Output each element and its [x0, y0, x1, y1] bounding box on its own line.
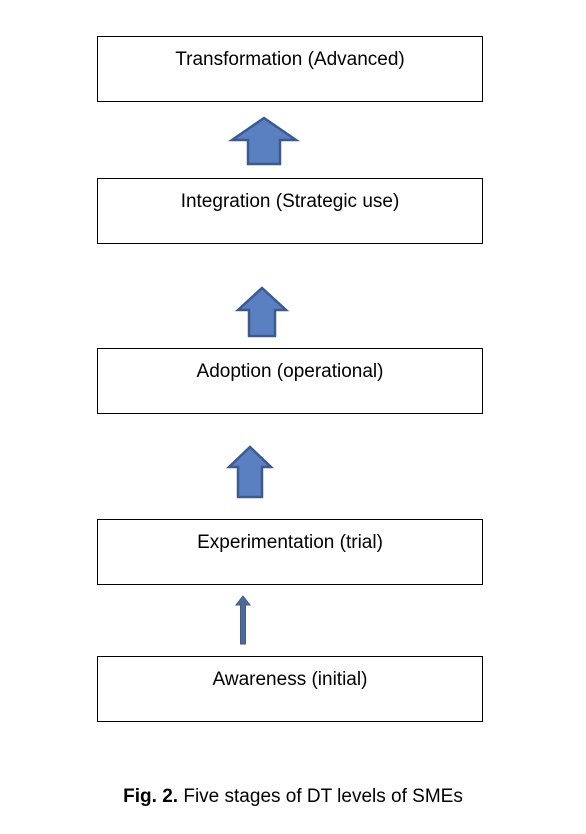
figure-caption: Fig. 2. Five stages of DT levels of SMEs [0, 785, 586, 809]
stage-label-integration: Integration (Strategic use) [180, 191, 400, 212]
stage-label-adoption: Adoption (operational) [196, 361, 384, 382]
stage-box-adoption: Adoption (operational) [97, 348, 483, 414]
stage-box-transformation: Transformation (Advanced) [97, 36, 483, 102]
figure-caption-text: Five stages of DT levels of SMEs [178, 786, 463, 807]
stage-box-integration: Integration (Strategic use) [97, 178, 483, 244]
up-arrow-icon [225, 445, 275, 499]
stage-label-experimentation: Experimentation (trial) [197, 532, 383, 553]
up-arrow-icon [234, 595, 252, 645]
stage-box-experimentation: Experimentation (trial) [97, 519, 483, 585]
up-arrow-icon [234, 286, 290, 338]
figure-caption-prefix: Fig. 2. [123, 786, 179, 807]
stage-label-transformation: Transformation (Advanced) [175, 49, 405, 70]
stage-box-awareness: Awareness (initial) [97, 656, 483, 722]
up-arrow-icon [227, 116, 301, 166]
stage-label-awareness: Awareness (initial) [212, 669, 368, 690]
